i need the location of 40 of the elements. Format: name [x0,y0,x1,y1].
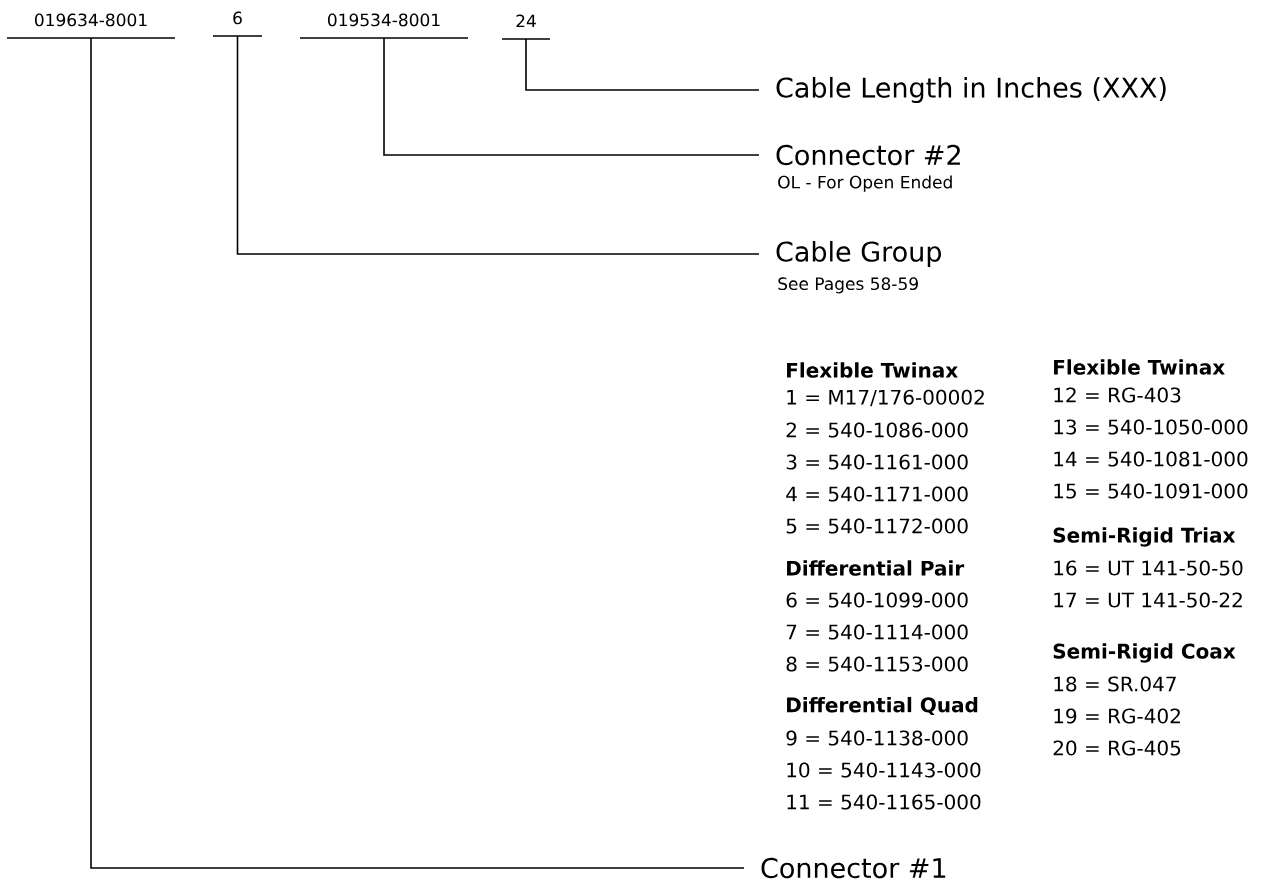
code-entry: 9 = 540-1138-000 [786,730,968,746]
code-entry: 7 = 540-1114-000 [786,624,968,640]
group-heading: Flexible Twinax [787,362,958,378]
group-heading: Semi-Rigid Triax [1053,527,1236,547]
code-entry: 4 = 540-1171-000 [786,486,968,502]
group-heading: Differential Quad [787,696,978,716]
code-entry: 6 = 540-1099-000 [786,592,968,608]
leader-line [525,38,760,91]
code-entry: 17 = UT 141-50-22 [1054,592,1242,608]
field-label: Cable Length in Inches (XXX) [776,76,1166,104]
leader-line [90,37,745,869]
code-entry: 12 = RG-403 [1054,387,1181,403]
code-entry: 19 = RG-402 [1054,708,1180,724]
leader-line [383,37,760,156]
code-entry: 10 = 540-1143-000 [787,762,981,778]
group-heading: Semi-Rigid Coax [1053,643,1236,663]
code-entry: 8 = 540-1153-000 [786,656,968,672]
group-heading: Flexible Twinax [1054,359,1225,375]
code-entry: 11 = 540-1165-000 [787,794,981,810]
underlined-field: 019634-8001 [6,13,176,39]
code-entry: 14 = 540-1081-000 [1054,451,1248,467]
field-label: Connector #2 [776,144,960,166]
code-entry: 3 = 540-1161-000 [786,454,968,470]
underlined-field: 6 [212,11,263,37]
underlined-field: 019534-8001 [299,13,469,39]
leader-line [236,35,760,255]
field-note: See Pages 58-59 [778,277,918,294]
field-label: Connector #1 [761,857,946,879]
field-label: Cable Group [776,240,941,268]
code-entry: 13 = 540-1050-000 [1054,419,1248,435]
code-entry: 20 = RG-405 [1053,740,1181,756]
code-entry: 5 = 540-1172-000 [786,518,968,534]
group-heading: Differential Pair [787,560,965,576]
code-entry: 2 = 540-1086-000 [786,422,968,438]
underlined-field: 24 [501,14,551,40]
code-entry: 15 = 540-1091-000 [1054,483,1248,499]
code-entry: 16 = UT 141-50-50 [1054,560,1243,576]
field-note: OL - For Open Ended [778,175,952,192]
code-entry: 18 = SR.047 [1054,676,1176,692]
code-entry: 1 = M17/176-00002 [787,389,984,407]
